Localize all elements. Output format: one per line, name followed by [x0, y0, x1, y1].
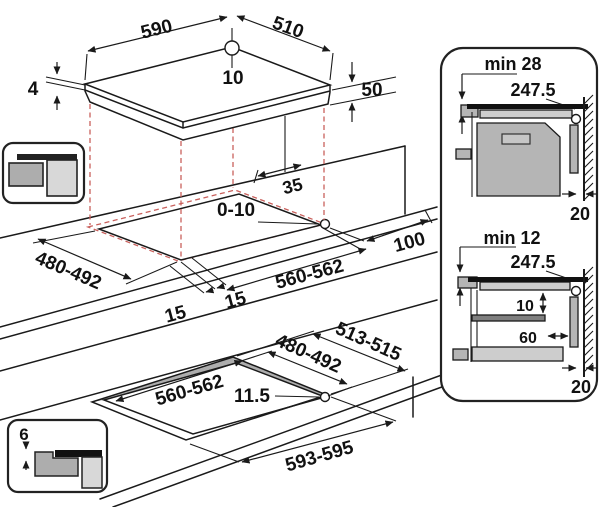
clearance-panel: min 28 247.5 20: [439, 46, 599, 403]
dim-label-ledge: 11.5: [234, 386, 270, 407]
extension-line: [237, 350, 273, 363]
extension-line: [125, 261, 178, 285]
hob-glass-side: [468, 277, 588, 282]
dim-label-hole: 10: [222, 68, 243, 89]
extension-line: [169, 265, 205, 294]
ledge-reference-circle: [319, 391, 331, 403]
dim-label-depth: 510: [269, 13, 306, 44]
extension-line: [236, 330, 315, 357]
label-shelf-gap: 10: [516, 298, 534, 315]
hob-glass-side: [84, 83, 331, 129]
extension-line: [329, 91, 397, 106]
dim-depth: [236, 15, 331, 52]
counter-step-icon: [34, 451, 79, 477]
extension-line: [84, 53, 88, 81]
hob-glass-side: [467, 104, 588, 109]
clearance-detail-top: min 28 247.5 20: [455, 54, 597, 224]
label-position: 247.5: [510, 80, 555, 100]
hob-glass-icon: [55, 450, 102, 457]
surface-mount-inset-icon: [1, 141, 86, 205]
overhang-reference-circle: [319, 218, 331, 230]
mount-bracket: [455, 148, 472, 160]
counter-front-edge: [0, 206, 438, 328]
shelf: [471, 314, 546, 322]
dim-label-width: 590: [139, 16, 175, 44]
hob-body-side: [479, 109, 573, 119]
dim-outer-width: [241, 420, 394, 464]
spacer-circle: [570, 113, 582, 125]
hob-glass-top: [82, 46, 333, 123]
cabinet-icon: [8, 162, 44, 187]
extension-line: [424, 209, 433, 224]
dim-15-arrow: [205, 286, 215, 294]
spacer-circle: [570, 285, 582, 297]
extension-line: [329, 52, 334, 81]
dim-label-inner-width: 560-562: [153, 371, 226, 410]
label-min-clearance: min 28: [484, 54, 541, 74]
extension-line: [330, 368, 409, 395]
dim-label-outer-width: 593-595: [283, 437, 356, 477]
oven-body: [476, 122, 561, 197]
extension-line: [189, 443, 240, 463]
hob-footprint-projection: [85, 189, 328, 262]
air-baffle: [569, 296, 579, 348]
dim-inner-depth: [267, 351, 348, 385]
air-baffle: [569, 124, 579, 174]
label-min-clearance: min 12: [483, 228, 540, 248]
clearance-detail-bottom: min 12 247.5 10 60: [452, 228, 597, 397]
dim-label-height: 50: [361, 80, 382, 101]
label-wall-gap: 20: [570, 204, 590, 224]
hob-isometric-view: 10 590 510 4 50: [28, 13, 397, 259]
hole-marker-circle: [224, 40, 240, 56]
dim-480-492: [37, 238, 132, 280]
hob-body: [84, 90, 331, 141]
hob-glass-icon: [17, 154, 77, 160]
mount-bracket: [452, 348, 469, 361]
oven-icon: [81, 456, 103, 489]
lower-cabinet: [471, 346, 564, 362]
extension-line: [45, 81, 86, 91]
oven-icon: [46, 159, 78, 197]
dim-label-cutout-depth: 480-492: [32, 248, 104, 295]
mount-bracket: [457, 276, 478, 289]
counter-line: [0, 251, 438, 372]
extension-line: [45, 76, 86, 86]
label-wall-gap: 20: [571, 377, 591, 397]
extension-line: [180, 261, 216, 290]
label-shelf-offset: 60: [519, 330, 537, 347]
dim-35: [257, 163, 302, 178]
wall-hatching: [583, 266, 594, 373]
dim-100: [366, 219, 429, 242]
extension-line: [253, 169, 259, 184]
leader-line: [274, 395, 320, 398]
extension-line: [331, 76, 397, 91]
counter-rear-edge: [0, 145, 406, 239]
flush-mount-inset-icon: 6: [6, 418, 109, 494]
dim-label-overhang: 0-10: [217, 200, 255, 221]
cutout-outline: [96, 193, 324, 261]
dim-label-recess: 6: [19, 425, 28, 444]
dim-inner-width: [115, 359, 243, 403]
label-position: 247.5: [510, 252, 555, 272]
extension-line: [322, 227, 363, 251]
dim-width: [87, 15, 228, 53]
hob-body-side: [479, 281, 571, 291]
extension-line: [329, 227, 365, 242]
dim-560-562: [226, 247, 367, 292]
extension-line: [191, 257, 227, 286]
oven-vent: [501, 133, 531, 145]
dim-label-rear-gap: 35: [280, 174, 304, 198]
dim-outer-depth: [312, 333, 406, 372]
counter-rear-edge: [0, 299, 438, 421]
leader-line: [257, 221, 319, 225]
dim-label-glass: 4: [28, 79, 39, 100]
extension-line: [330, 396, 397, 422]
dim-label-right-clearance: 100: [392, 228, 428, 256]
dim-15-arrow: [216, 282, 226, 290]
